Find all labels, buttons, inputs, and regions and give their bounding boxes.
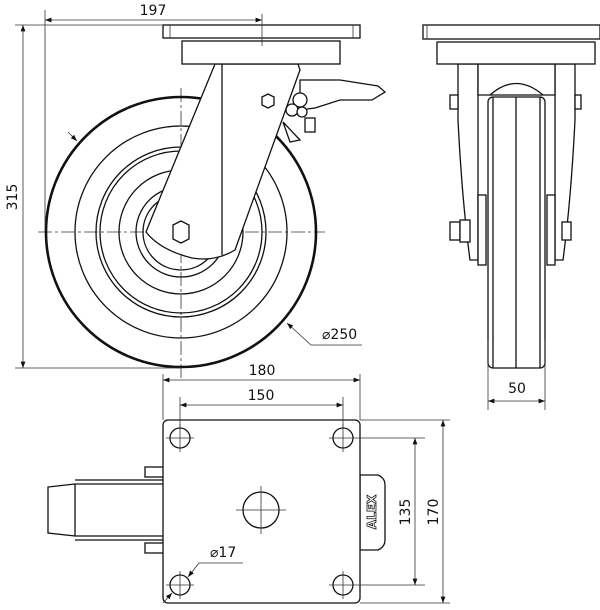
mounting-holes <box>166 424 357 599</box>
front-view <box>38 24 387 378</box>
dimension-label-315: 315 <box>5 184 21 211</box>
dimension-315: 315 <box>5 24 181 369</box>
dimension-180: 180 <box>162 363 361 420</box>
mounting-plate <box>162 419 361 604</box>
dimension-label-150: 150 <box>248 388 275 404</box>
dimension-label-135: 135 <box>398 499 414 526</box>
dimension-150: 150 <box>179 388 344 428</box>
dimension-135: 135 <box>357 437 425 586</box>
dimension-label-17: ⌀17 <box>210 545 236 561</box>
dimension-label-250: ⌀250 <box>322 327 357 343</box>
dimension-50: 50 <box>487 340 546 410</box>
brake-label-alex: ALEX <box>365 494 379 529</box>
dimension-label-170: 170 <box>426 499 442 526</box>
dimension-label-197: 197 <box>140 3 167 19</box>
dimension-label-50: 50 <box>508 381 526 397</box>
side-view <box>422 24 600 369</box>
dimension-197: 197 <box>44 3 263 232</box>
dimension-label-180: 180 <box>249 363 276 379</box>
bottom-view: ALEX <box>47 419 386 604</box>
dimension-wheel-diameter: ⌀250 <box>67 131 362 346</box>
dimension-hole-diameter: ⌀17 <box>162 545 243 604</box>
dimension-170: 170 <box>360 419 450 604</box>
